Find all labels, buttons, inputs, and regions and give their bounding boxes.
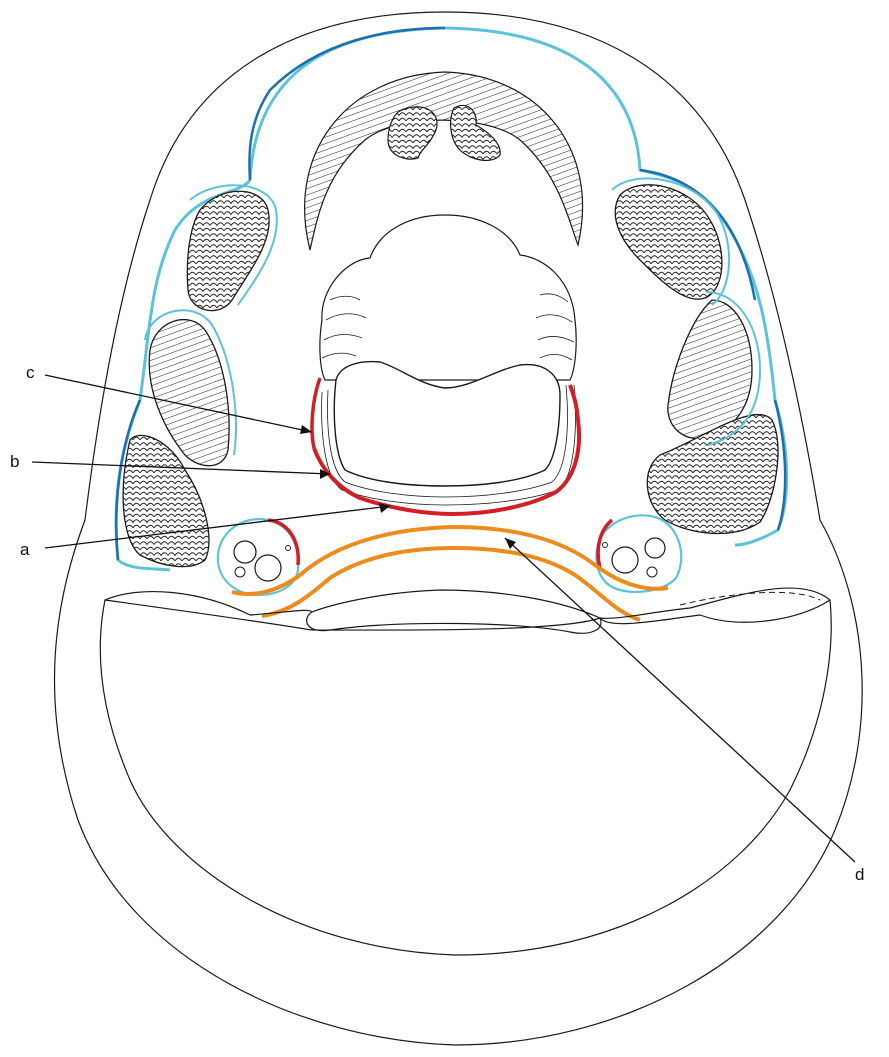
- label-c: c: [26, 363, 35, 382]
- posterior-muscle-mass: [100, 600, 831, 955]
- label-b: b: [10, 452, 19, 471]
- right-lower-muscle: [647, 415, 778, 534]
- pointer-arrow-c: [300, 425, 312, 434]
- dashed-posterior-line: [680, 592, 820, 605]
- label-d: d: [855, 865, 864, 884]
- posterior-neck-outline: [105, 588, 830, 618]
- red-layer-c: [312, 378, 320, 448]
- pointer-line-d: [505, 538, 855, 862]
- label-a: a: [20, 540, 30, 559]
- right-carotid-sheath: [596, 515, 681, 592]
- mandible-arc: [305, 72, 583, 250]
- pharynx-rings-left: [322, 296, 366, 358]
- pharynx-rings-right: [536, 294, 574, 360]
- upper-pharynx-outline: [320, 215, 576, 380]
- left-small-bone: [388, 107, 437, 159]
- left-upper-muscle: [187, 191, 269, 310]
- pointer-line-a: [45, 506, 390, 548]
- vertebral-space-outline: [307, 590, 601, 633]
